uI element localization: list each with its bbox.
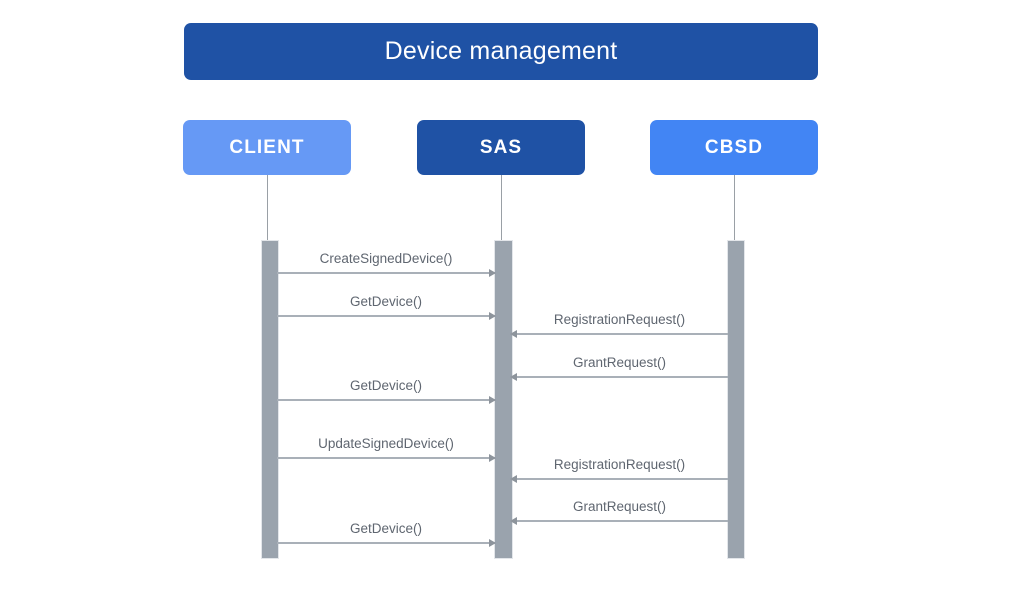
message-label: CreateSignedDevice()	[319, 251, 453, 266]
arrowhead-left-icon	[510, 474, 517, 483]
message-line	[277, 399, 495, 401]
participant-label-client: CLIENT	[229, 136, 305, 158]
message-label: GetDevice()	[349, 521, 422, 536]
message-line	[511, 333, 728, 335]
message-label: GrantRequest()	[572, 499, 667, 514]
participant-box-cbsd[interactable]: CBSD	[650, 120, 818, 175]
page-title: Device management	[384, 37, 618, 65]
participant-label-sas: SAS	[479, 136, 523, 158]
message-label: RegistrationRequest()	[553, 457, 686, 472]
message-label: GrantRequest()	[572, 355, 667, 370]
lifeline-cbsd	[734, 175, 735, 240]
message-line	[277, 542, 495, 544]
message-line	[511, 478, 728, 480]
diagram-title-banner: Device management	[184, 23, 818, 80]
message-line	[277, 457, 495, 459]
arrowhead-right-icon	[489, 453, 496, 462]
message-line	[277, 315, 495, 317]
arrowhead-left-icon	[510, 516, 517, 525]
arrowhead-right-icon	[489, 395, 496, 404]
lifeline-client	[267, 175, 268, 240]
arrowhead-right-icon	[489, 268, 496, 277]
participant-box-sas[interactable]: SAS	[417, 120, 585, 175]
message-label: RegistrationRequest()	[553, 312, 686, 327]
message-label: GetDevice()	[349, 294, 422, 309]
message-label: UpdateSignedDevice()	[318, 436, 454, 451]
activation-bar-cbsd	[727, 240, 745, 559]
arrowhead-right-icon	[489, 538, 496, 547]
arrowhead-left-icon	[510, 372, 517, 381]
arrowhead-left-icon	[510, 329, 517, 338]
message-line	[511, 520, 728, 522]
message-label: GetDevice()	[349, 378, 422, 393]
message-line	[277, 272, 495, 274]
participant-label-cbsd: CBSD	[704, 136, 764, 158]
participant-box-client[interactable]: CLIENT	[183, 120, 351, 175]
lifeline-sas	[501, 175, 502, 240]
arrowhead-right-icon	[489, 311, 496, 320]
message-line	[511, 376, 728, 378]
